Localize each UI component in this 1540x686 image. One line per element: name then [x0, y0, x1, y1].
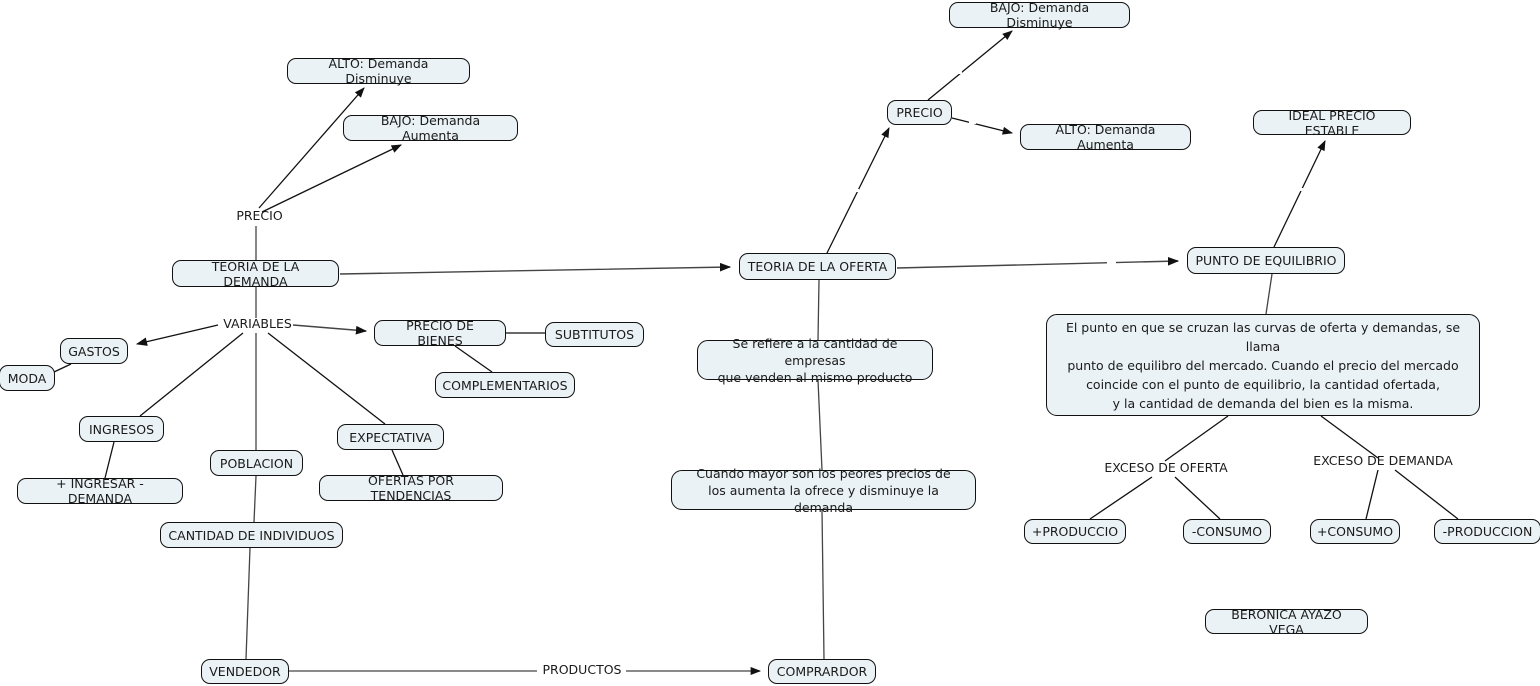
- edge-definicion-to-exceso-demanda: [1320, 415, 1379, 459]
- edge-se-refiere-to-cuando-mayor: [817, 379, 823, 471]
- edge-variables-to-precio-de-bienes: [292, 324, 368, 335]
- edge-link-marker: [1107, 261, 1116, 264]
- node-ingresar-demanda[interactable]: + INGRESAR -DEMANDA: [17, 476, 183, 506]
- node-cantidad-de-individuos[interactable]: CANTIDAD DE INDIVIDUOS: [160, 522, 343, 548]
- edge-teoria-oferta-to-precio: [826, 127, 890, 254]
- node-menos-produccion[interactable]: -PRODUCCION: [1434, 519, 1540, 544]
- node-mas-consumo[interactable]: +CONSUMO: [1310, 519, 1400, 544]
- node-punto-equilibrio-definicion[interactable]: El punto en que se cruzan las curvas de …: [1046, 314, 1480, 416]
- node-poblacion[interactable]: POBLACION: [210, 450, 303, 476]
- node-bajo-demanda-aumenta[interactable]: BAJO: Demanda Aumenta: [343, 113, 518, 143]
- edge-cantidad-individuos-to-vendedor: [245, 547, 251, 660]
- edge-punto-equilibrio-to-ideal-precio-estable: [1273, 140, 1326, 248]
- node-mas-produccio[interactable]: +PRODUCCIO: [1024, 519, 1126, 544]
- edge-precio-bienes-to-complementarios: [454, 345, 493, 373]
- edge-ingresos-to-ingresar-demanda: [104, 441, 115, 479]
- edge-variables-to-ingresos: [139, 332, 244, 417]
- edge-teoria-oferta-to-se-refiere: [817, 279, 820, 341]
- label-productos[interactable]: PRODUCTOS: [538, 663, 626, 677]
- node-teoria-de-la-oferta[interactable]: TEORIA DE LA OFERTA: [739, 253, 896, 280]
- edge-teoria-oferta-to-punto-equilibrio: [896, 256, 1180, 269]
- edge-punto-equilibrio-to-definicion: [1265, 273, 1273, 315]
- edge-poblacion-to-cantidad-individuos: [253, 475, 257, 523]
- edge-gastos-to-moda: [53, 363, 72, 373]
- edge-teoria-demanda-to-teoria-oferta: [339, 262, 732, 275]
- edge-link-marker: [969, 121, 976, 124]
- edge-link-marker: [956, 71, 962, 74]
- edge-variables-to-expectativa: [267, 332, 386, 425]
- edge-expectativa-to-ofertas-tendencias: [391, 449, 404, 476]
- node-expectativa[interactable]: EXPECTATIVA: [337, 424, 444, 450]
- node-precio-oferta[interactable]: PRECIO: [887, 100, 952, 125]
- node-punto-de-equilibrio[interactable]: PUNTO DE EQUILIBRIO: [1187, 247, 1345, 274]
- node-autor[interactable]: BERONICA AYAZO VEGA: [1205, 607, 1368, 637]
- edge-precio-oferta-to-alto-demanda-aumenta: [951, 117, 1014, 135]
- node-teoria-de-la-demanda[interactable]: TEORIA DE LA DEMANDA: [172, 259, 339, 289]
- edge-link-marker: [1300, 188, 1304, 191]
- label-variables[interactable]: VARIABLES: [223, 316, 292, 331]
- label-exceso-de-oferta[interactable]: EXCESO DE OFERTA: [1104, 460, 1228, 475]
- edge-cuando-mayor-to-comprardor: [821, 509, 825, 660]
- node-moda[interactable]: MODA: [0, 365, 55, 391]
- node-cuando-mayor-precios[interactable]: Cuando mayor son los peores precios de l…: [671, 466, 976, 515]
- node-alto-demanda-disminuye[interactable]: ALTO: Demanda Disminuye: [287, 56, 470, 86]
- node-ofertas-por-tendencias[interactable]: OFERTAS POR TENDENCIAS: [319, 473, 503, 503]
- node-bajo-demanda-disminuye[interactable]: BAJO: Demanda Disminuye: [949, 0, 1130, 30]
- edge-variables-to-gastos: [135, 324, 219, 346]
- edge-link-marker: [854, 189, 859, 192]
- edge-exceso-oferta-to-menos-consumo: [1174, 476, 1221, 520]
- node-se-refiere-empresas[interactable]: Se refiere a la cantidad de empresas que…: [697, 336, 933, 385]
- node-ideal-precio-estable[interactable]: IDEAL PRECIO ESTABLE: [1253, 108, 1411, 138]
- edge-exceso-oferta-to-mas-produccio: [1089, 476, 1153, 520]
- node-vendedor[interactable]: VENDEDOR: [201, 659, 289, 684]
- label-exceso-de-demanda[interactable]: EXCESO DE DEMANDA: [1313, 453, 1453, 468]
- edge-precio-to-alto-demanda-disminuye: [258, 87, 365, 209]
- edge-link-marker: [600, 266, 609, 269]
- edge-exceso-demanda-to-menos-produccion: [1394, 469, 1459, 520]
- node-comprardor[interactable]: COMPRARDOR: [768, 659, 876, 684]
- node-menos-consumo[interactable]: -CONSUMO: [1183, 519, 1271, 544]
- node-precio-de-bienes[interactable]: PRECIO DE BIENES: [374, 318, 506, 348]
- node-subtitutos[interactable]: SUBTITUTOS: [545, 322, 644, 347]
- node-gastos[interactable]: GASTOS: [60, 338, 128, 364]
- node-alto-demanda-aumenta[interactable]: ALTO: Demanda Aumenta: [1020, 122, 1191, 152]
- node-complementarios[interactable]: COMPLEMENTARIOS: [435, 372, 575, 398]
- edge-precio-oferta-to-bajo-demanda-disminuye: [927, 30, 1013, 101]
- node-ingresos[interactable]: INGRESOS: [79, 416, 164, 442]
- edge-precio-to-bajo-demanda-aumenta: [261, 144, 402, 213]
- edge-definicion-to-exceso-oferta: [1164, 415, 1229, 462]
- edge-exceso-demanda-to-mas-consumo: [1365, 469, 1379, 520]
- label-precio-demanda[interactable]: PRECIO: [236, 208, 283, 223]
